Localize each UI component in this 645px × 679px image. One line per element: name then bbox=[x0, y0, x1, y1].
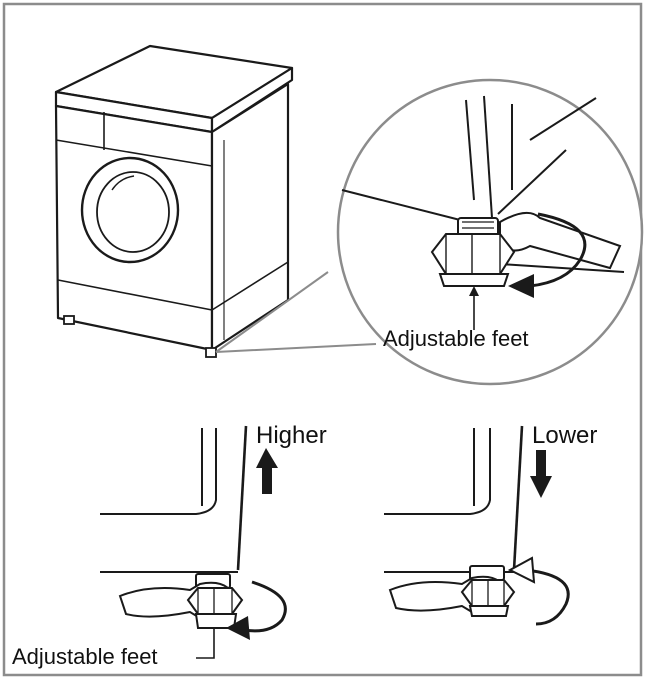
higher-label: Higher bbox=[256, 422, 327, 449]
machine-feet bbox=[63, 315, 217, 358]
lower-illustration bbox=[384, 425, 524, 573]
mag-nut-faces bbox=[445, 234, 501, 274]
mag-label-pointer-head bbox=[469, 286, 479, 296]
higher-body-edge bbox=[236, 425, 248, 571]
arrow-down-icon bbox=[530, 450, 552, 498]
foot-front-left bbox=[63, 315, 75, 325]
lower-arrow-shape bbox=[530, 450, 552, 498]
mag-floor-line bbox=[499, 263, 625, 273]
lower-rotate-arc bbox=[525, 568, 570, 626]
mag-corner-line-1 bbox=[465, 99, 475, 201]
magnified-foot bbox=[341, 95, 625, 273]
higher-nut-faces bbox=[197, 588, 233, 614]
mag-bottom-edge-right bbox=[497, 149, 567, 215]
control-panel-line bbox=[55, 139, 213, 167]
machine-side bbox=[210, 82, 290, 352]
bottom-label-pointer bbox=[196, 628, 215, 659]
higher-nut-assembly bbox=[118, 573, 244, 629]
curved-arrow-icon bbox=[507, 556, 570, 626]
lower-body-edge bbox=[512, 425, 524, 571]
adjustable-feet-label-bottom: Adjustable feet bbox=[12, 644, 158, 669]
higher-rotate-arrowhead bbox=[226, 616, 250, 640]
higher-nut bbox=[186, 587, 244, 615]
mag-bottom-edge-left bbox=[341, 189, 469, 223]
higher-arrow-shape bbox=[256, 448, 278, 494]
mag-nut bbox=[430, 233, 516, 275]
machine-door bbox=[80, 156, 180, 264]
machine-details bbox=[55, 112, 289, 340]
foot-front-right bbox=[205, 347, 217, 358]
curved-arrow-icon bbox=[226, 580, 287, 640]
mag-side-edge bbox=[529, 97, 597, 141]
washing-machine bbox=[54, 44, 294, 352]
adjustable-feet-label-magnified: Adjustable feet bbox=[383, 326, 529, 351]
lower-nut-assembly bbox=[388, 565, 516, 617]
lower-leg-line-2 bbox=[384, 428, 491, 515]
higher-rotate-arc bbox=[243, 580, 287, 633]
mag-rotate-arrowhead bbox=[508, 274, 534, 298]
kick-panel-side-line bbox=[211, 261, 289, 311]
kick-panel-line bbox=[57, 279, 213, 311]
curved-arrow-icon bbox=[508, 212, 587, 298]
lower-foot-base bbox=[468, 605, 510, 617]
arrow-up-icon bbox=[256, 448, 278, 494]
door-glass bbox=[96, 171, 170, 253]
higher-illustration bbox=[100, 425, 248, 573]
lower-rotate-arrowhead bbox=[507, 556, 536, 584]
door-glare bbox=[111, 175, 135, 191]
callout-lines bbox=[215, 271, 377, 353]
lower-nut-faces bbox=[471, 580, 505, 606]
mag-corner-line-2 bbox=[483, 95, 493, 219]
higher-leg-line-2 bbox=[100, 428, 217, 515]
mag-rotate-arc bbox=[529, 212, 587, 288]
machine-top-rim-side bbox=[210, 66, 294, 134]
mag-foot-base bbox=[438, 273, 510, 287]
magnified-nut bbox=[430, 211, 622, 287]
lower-label: Lower bbox=[532, 422, 598, 449]
